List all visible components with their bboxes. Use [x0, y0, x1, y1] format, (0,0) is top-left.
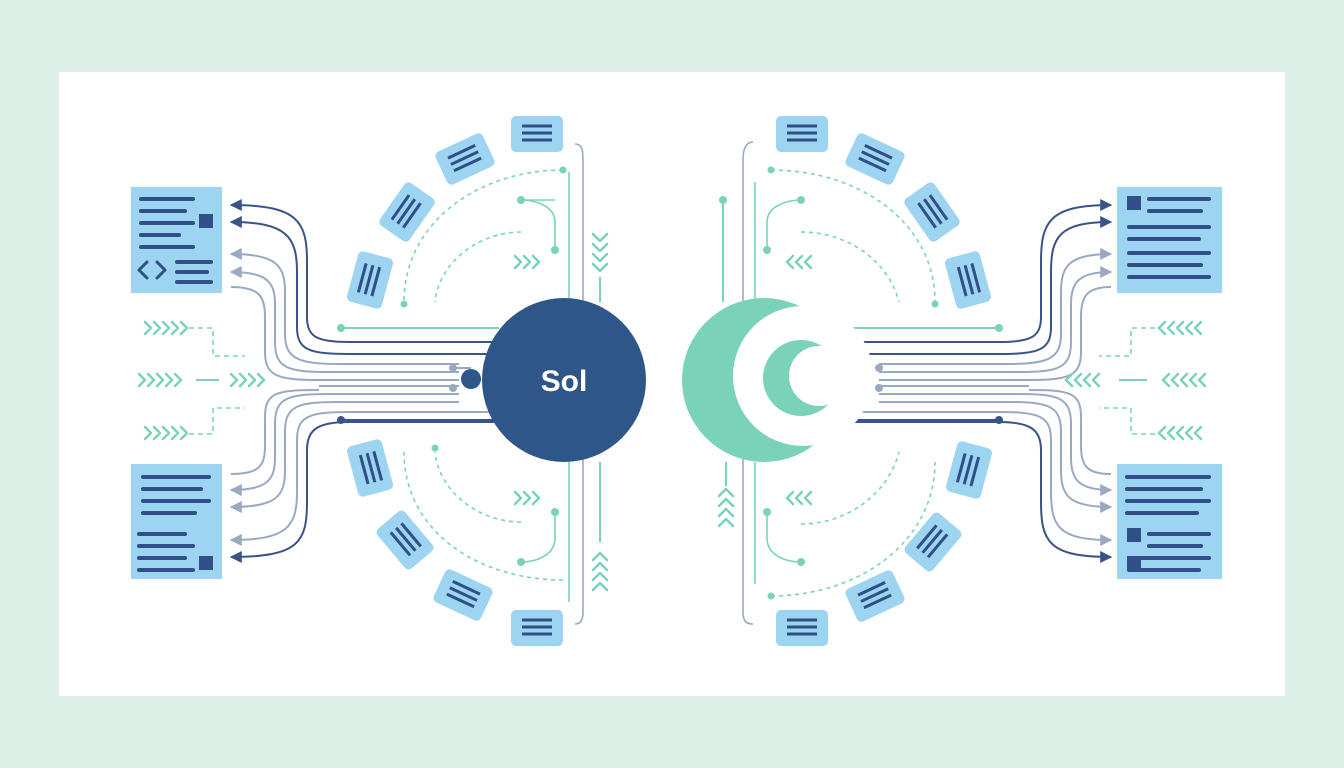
hub-left-label: Sol [541, 365, 588, 398]
document-card-icon [347, 116, 563, 646]
sun-circle-icon: Sol [482, 298, 646, 462]
chevron-flow-icon [717, 254, 813, 528]
document-card-icon [1117, 464, 1222, 579]
document-card-icon [131, 464, 222, 579]
document-card-icon [776, 116, 992, 646]
document-card-icon [1117, 187, 1222, 293]
code-brackets-icon [137, 260, 167, 280]
right-side [682, 116, 1222, 646]
chevron-flow-icon [1064, 320, 1207, 441]
network-diagram: Sol [131, 116, 1222, 646]
document-card-icon [131, 187, 222, 293]
chevron-flow-icon [513, 232, 609, 592]
diagram-panel: Sol [59, 72, 1285, 696]
chevron-flow-icon [137, 320, 266, 441]
crescent-moon-icon [682, 298, 873, 462]
left-side: Sol [131, 116, 646, 646]
